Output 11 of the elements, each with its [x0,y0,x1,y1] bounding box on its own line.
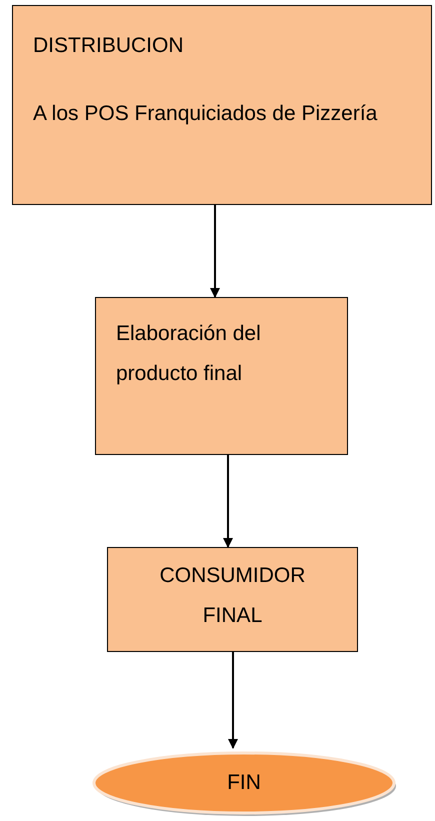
arrow [210,205,220,298]
box-heading: DISTRIBUCION [33,33,184,59]
arrow [223,455,233,548]
node-text: FIN [227,770,261,796]
process-box [107,547,358,652]
box-text: A los POS Franquiciados de Pizzería [33,101,378,127]
box-text: Elaboración del producto final [116,321,262,387]
process-box [95,297,348,455]
arrow [228,652,238,749]
box-text: CONSUMIDOR FINAL [158,562,306,628]
process-box [12,5,432,205]
